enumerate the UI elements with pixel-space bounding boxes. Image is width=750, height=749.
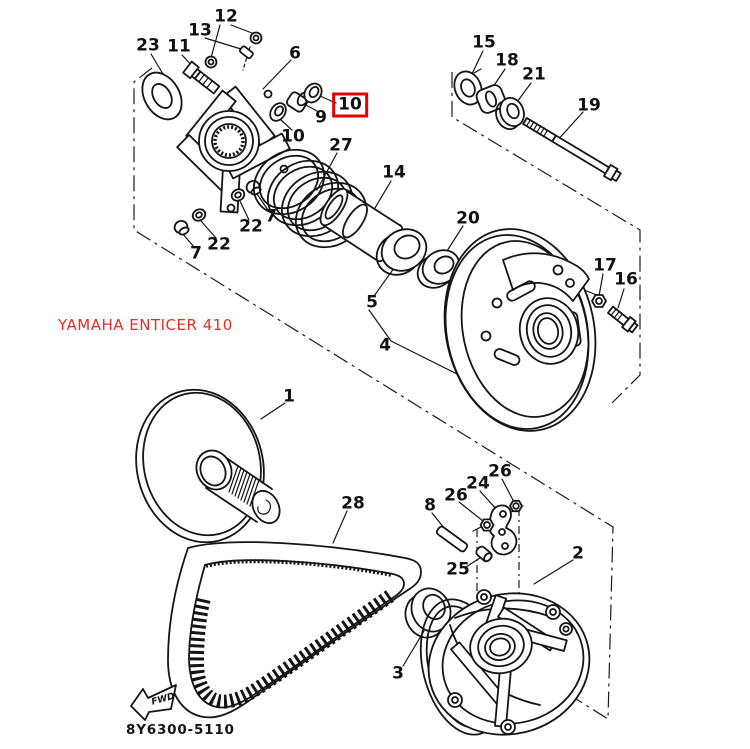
part-callout-6-4[interactable]: 6 bbox=[289, 43, 301, 64]
part-callout-5-14[interactable]: 5 bbox=[366, 292, 378, 313]
part-28-belt-drawing bbox=[167, 541, 422, 719]
part-callout-10-5[interactable]: 10 bbox=[281, 126, 305, 147]
part-26-nuts-drawing bbox=[479, 499, 523, 532]
part-callout-4-15[interactable]: 4 bbox=[379, 335, 391, 356]
fwd-arrow: FWD bbox=[130, 684, 177, 721]
part-9-bushing-drawing bbox=[286, 91, 310, 113]
part-12-nut-drawing bbox=[204, 31, 263, 69]
part-17-nut-drawing bbox=[591, 294, 607, 308]
part-callout-12-3[interactable]: 12 bbox=[214, 6, 238, 27]
part-callout-26-29[interactable]: 26 bbox=[488, 461, 512, 482]
part-1-sheave-drawing bbox=[135, 388, 281, 544]
part-callout-22-10[interactable]: 22 bbox=[207, 234, 231, 255]
part-5-ring-drawing bbox=[375, 228, 428, 276]
part-callout-2-31[interactable]: 2 bbox=[572, 543, 584, 564]
diagram-part-code: 8Y6300-5110 bbox=[126, 722, 235, 738]
part-callout-10-7[interactable]: 10 bbox=[332, 92, 368, 118]
part-callout-20-16[interactable]: 20 bbox=[456, 208, 480, 229]
part-10-washer-drawing bbox=[269, 102, 287, 122]
part-callout-24-28[interactable]: 24 bbox=[466, 473, 490, 494]
part-11-bolt-drawing bbox=[182, 60, 221, 95]
part-callout-23-0[interactable]: 23 bbox=[136, 35, 160, 56]
part-10-highlighted-washer-drawing bbox=[303, 82, 323, 104]
part-callout-25-30[interactable]: 25 bbox=[446, 559, 470, 580]
part-callout-1-23[interactable]: 1 bbox=[283, 386, 295, 407]
part-21-washer-drawing bbox=[495, 96, 525, 131]
part-callout-19-20[interactable]: 19 bbox=[577, 95, 601, 116]
part-23-washer-drawing bbox=[141, 71, 183, 121]
part-19-bolt-drawing bbox=[522, 117, 622, 182]
part-20-ring-drawing bbox=[416, 249, 461, 289]
part-callout-8-26[interactable]: 8 bbox=[424, 495, 436, 516]
part-callout-13-2[interactable]: 13 bbox=[188, 20, 212, 41]
part-callout-16-22[interactable]: 16 bbox=[614, 269, 638, 290]
part-callout-3-25[interactable]: 3 bbox=[392, 663, 404, 684]
part-callout-7-12[interactable]: 7 bbox=[265, 206, 277, 227]
part-callout-21-19[interactable]: 21 bbox=[522, 64, 546, 85]
part-callout-7-9[interactable]: 7 bbox=[190, 243, 202, 264]
part-callout-11-1[interactable]: 11 bbox=[167, 36, 191, 57]
model-title: YAMAHA ENTICER 410 bbox=[58, 316, 233, 334]
part-4-drum-drawing bbox=[443, 228, 597, 432]
part-16-bolt-drawing bbox=[607, 305, 639, 334]
part-8-pin-drawing bbox=[435, 525, 469, 553]
part-callout-27-8[interactable]: 27 bbox=[329, 135, 353, 156]
part-callout-9-6[interactable]: 9 bbox=[315, 107, 327, 128]
part-callout-17-21[interactable]: 17 bbox=[593, 255, 617, 276]
part-24-cam-plate-drawing bbox=[488, 504, 518, 556]
part-2-sheave-drawing bbox=[419, 589, 591, 736]
part-7-22-fasteners-drawing bbox=[173, 179, 262, 236]
part-callout-18-18[interactable]: 18 bbox=[495, 50, 519, 71]
part-25-roller-drawing bbox=[475, 545, 493, 563]
part-callout-15-17[interactable]: 15 bbox=[472, 32, 496, 53]
part-callout-26-27[interactable]: 26 bbox=[444, 485, 468, 506]
part-callout-28-24[interactable]: 28 bbox=[341, 493, 365, 514]
part-15-washer-drawing bbox=[453, 68, 483, 106]
part-callout-14-13[interactable]: 14 bbox=[382, 162, 406, 183]
part-13-pin-drawing bbox=[239, 45, 254, 60]
part-callout-22-11[interactable]: 22 bbox=[239, 216, 263, 237]
